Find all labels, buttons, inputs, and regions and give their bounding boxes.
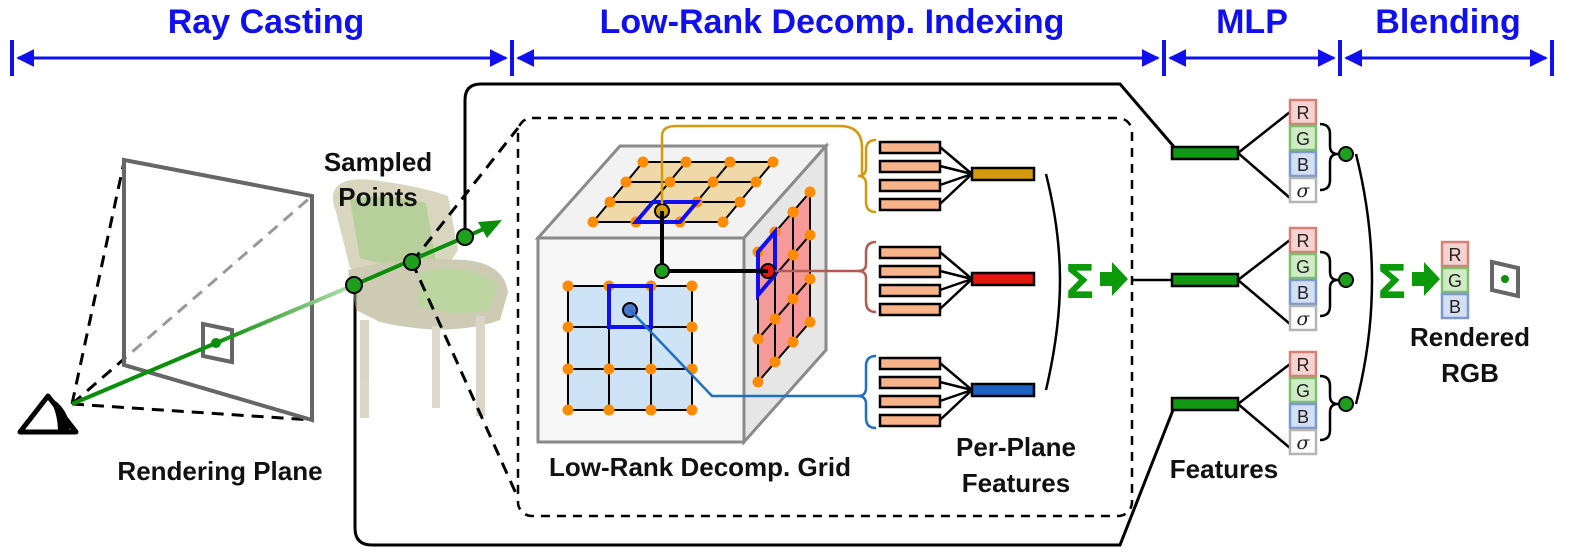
features-label: Features — [1170, 454, 1278, 484]
sampled-points-label-line2: Points — [338, 182, 417, 212]
svg-text:σ: σ — [1297, 308, 1311, 330]
rendering-plane — [122, 157, 314, 423]
eye-icon — [17, 393, 79, 435]
sample-point — [456, 228, 474, 246]
rendered-rgb-label-line1: Rendered — [1410, 322, 1530, 352]
blend-arrow — [1412, 262, 1440, 296]
blend-bracket — [1354, 153, 1374, 405]
per-plane-label-line1: Per-Plane — [956, 432, 1076, 462]
xz-feature-vector — [970, 166, 1036, 182]
mlp-features — [1170, 111, 1291, 449]
sum-arrow — [1100, 262, 1128, 296]
svg-text:R: R — [1297, 355, 1310, 375]
xy-feature-vector — [970, 382, 1036, 398]
svg-text:B: B — [1297, 407, 1309, 427]
camera-frustum — [70, 157, 314, 423]
rgb-sigma-output-3: R G B σ — [1288, 350, 1318, 456]
grid-label: Low-Rank Decomp. Grid — [549, 452, 851, 482]
svg-text:R: R — [1297, 103, 1310, 123]
blend-point — [1338, 272, 1354, 288]
svg-text:R: R — [1449, 245, 1462, 265]
mlp-title: MLP — [1216, 3, 1288, 41]
rendered-pixel-icon — [1490, 259, 1520, 299]
blend-point — [1338, 396, 1354, 412]
sum-symbol: Σ — [1064, 255, 1095, 309]
svg-text:σ: σ — [1297, 432, 1311, 454]
ray-near — [71, 341, 217, 406]
sample-point — [345, 276, 363, 294]
pixel-point — [211, 338, 221, 348]
blend-sum-symbol: Σ — [1376, 255, 1407, 309]
rendered-rgb-label-line2: RGB — [1441, 358, 1499, 388]
indexing-title: Low-Rank Decomp. Indexing — [600, 3, 1065, 41]
svg-text:G: G — [1296, 257, 1310, 277]
per-plane-label-line2: Features — [962, 468, 1070, 498]
zoom-outline — [463, 82, 1177, 232]
sum-bracket — [1044, 173, 1062, 391]
svg-text:σ: σ — [1297, 180, 1311, 202]
svg-text:B: B — [1449, 297, 1461, 317]
sampled-points-label-line1: Sampled — [324, 147, 432, 177]
ray-arrowhead — [478, 220, 502, 238]
svg-text:G: G — [1448, 271, 1462, 291]
svg-text:B: B — [1297, 283, 1309, 303]
rgb-sigma-output-1: R G B σ — [1288, 98, 1318, 204]
plane-xz — [593, 162, 773, 222]
stage-header: Ray Casting Low-Rank Decomp. Indexing ML… — [10, 3, 1554, 76]
yz-feature-vector — [970, 271, 1036, 287]
xy-connector — [629, 309, 862, 398]
rgb-sigma-output-2: R G B σ — [1288, 226, 1318, 332]
decomposition-cube — [534, 142, 830, 446]
rendered-rgb-stack: R G B — [1440, 240, 1470, 320]
chair-image — [332, 179, 508, 418]
svg-text:G: G — [1296, 129, 1310, 149]
ray-casting-title: Ray Casting — [168, 3, 365, 41]
grid-sample-point — [654, 263, 670, 279]
svg-text:R: R — [1297, 231, 1310, 251]
svg-text:G: G — [1296, 381, 1310, 401]
per-plane-features — [878, 140, 1036, 428]
blending-title: Blending — [1375, 3, 1520, 41]
ray-faded — [215, 283, 355, 345]
sample-point — [403, 253, 421, 271]
rendering-plane-label: Rendering Plane — [117, 456, 322, 486]
grid-zoom-box — [516, 116, 1134, 518]
svg-text:B: B — [1297, 155, 1309, 175]
blend-point — [1338, 146, 1354, 162]
xz-connector — [660, 124, 864, 204]
